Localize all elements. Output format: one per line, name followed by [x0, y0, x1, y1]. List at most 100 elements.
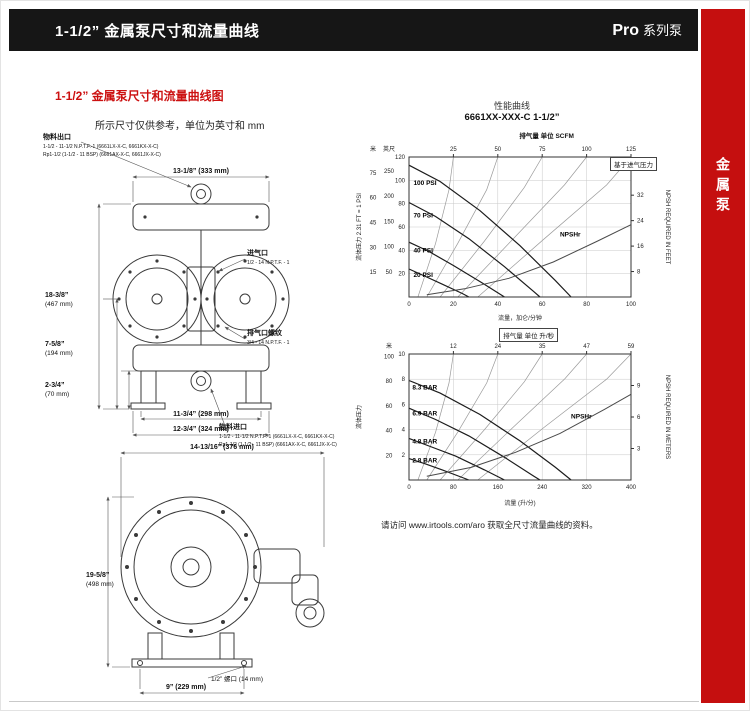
dim-height-mm: (498 mm): [86, 581, 114, 588]
bottom-rule: [9, 701, 699, 702]
svg-text:35: 35: [539, 344, 546, 350]
air-consumption-line-2: [439, 353, 543, 481]
svg-text:50: 50: [494, 147, 501, 153]
air-consumption-line-4: [477, 353, 632, 481]
plot-frame: [408, 156, 632, 298]
svg-text:160: 160: [493, 485, 504, 491]
svg-text:40: 40: [386, 429, 393, 435]
exhaust-spec: 3/4 - 14 N.P.T.F. - 1: [247, 340, 290, 346]
series-2.8-bar: [408, 458, 470, 481]
svg-text:8: 8: [637, 270, 641, 276]
series-40-psi: [408, 241, 505, 298]
dim-194-mm: (194 mm): [45, 350, 73, 357]
footer-suffix: 获取全尺寸流量曲线的资料。: [484, 520, 598, 530]
series-20-psi: [408, 268, 470, 298]
series-8.3-bar: [408, 379, 572, 481]
svg-text:10: 10: [398, 352, 405, 358]
dim-base-label: 9” (229 mm): [166, 684, 206, 691]
air-consumption-line-1: [426, 156, 499, 298]
series-suffix: 系列泵: [642, 23, 682, 38]
svg-text:60: 60: [370, 196, 377, 202]
svg-text:150: 150: [384, 219, 395, 225]
dim-194-label: 7-5/8”: [45, 341, 64, 348]
series-label: 8.3 BAR: [412, 384, 437, 391]
series-4.8-bar: [408, 437, 505, 481]
svg-text:320: 320: [582, 485, 593, 491]
footer-note: 请访问 www.irtools.com/aro 获取全尺寸流量曲线的资料。: [381, 519, 671, 531]
y-axis-label: 流体压力 2.31 FT = 1 PSI: [355, 193, 363, 261]
svg-text:100: 100: [395, 178, 406, 184]
series-6.9-bar: [408, 407, 541, 481]
svg-text:60: 60: [539, 302, 546, 308]
svg-text:80: 80: [583, 302, 590, 308]
svg-text:60: 60: [386, 404, 393, 410]
material-inlet-spec1: 1-1/2 - 11-1/2 N.P.T.F.-1 (6661LX-X-C, 6…: [219, 434, 335, 440]
material-inlet-spec2: Rp1-1/2 (1-1/2 - 11 BSP) (6661AX-X-C, 66…: [219, 442, 337, 448]
air-inlet-spec: 1/2 - 14 N.P.T.F. - 1: [247, 260, 290, 266]
svg-text:250: 250: [384, 169, 395, 175]
dim-height-mm: (467 mm): [45, 301, 73, 308]
svg-text:6: 6: [402, 402, 406, 408]
svg-text:20: 20: [450, 302, 457, 308]
exhaust-label: 排气口螺纹: [247, 328, 283, 337]
svg-text:240: 240: [537, 485, 548, 491]
series-label: 20 PSI: [413, 272, 433, 279]
top-axis-label: 排气量 单位 SCFM: [519, 131, 574, 140]
svg-text:75: 75: [370, 171, 377, 177]
svg-text:0: 0: [407, 302, 411, 308]
svg-text:45: 45: [370, 220, 377, 226]
series-label: NPSHr: [571, 413, 592, 420]
svg-text:4: 4: [402, 428, 406, 434]
pump-front-view-drawing: 13-1/8” (333 mm) 18-3/8” (467 mm) 7-5/8”…: [43, 132, 337, 448]
section-heading: 1-1/2” 金属泵尺寸和流量曲线图: [55, 89, 224, 103]
units-note: 所示尺寸仅供参考，单位为英寸和 mm: [95, 121, 265, 132]
svg-text:100: 100: [582, 147, 593, 153]
pump-bottom-outline: [120, 496, 325, 668]
website-link: www.irtools.com/aro: [408, 520, 485, 530]
svg-text:12: 12: [450, 344, 457, 350]
svg-text:100: 100: [384, 354, 395, 360]
dim-70-label: 2-3/4”: [45, 382, 64, 389]
svg-text:30: 30: [370, 245, 377, 251]
svg-text:32: 32: [637, 193, 644, 199]
air-consumption-line-1: [426, 353, 499, 481]
page-title: 1-1/2” 金属泵尺寸和流量曲线: [55, 22, 260, 40]
svg-text:0: 0: [407, 485, 411, 491]
pump-front-outline: [112, 183, 290, 410]
series-label: NPSHr: [560, 231, 581, 238]
svg-text:47: 47: [583, 344, 590, 350]
bottom-dimensions: 14-13/16” (376 mm) 19-5/8” (498 mm) 1/2”…: [86, 444, 325, 695]
series-label: 70 PSI: [413, 213, 433, 220]
series-label: 4.8 BAR: [412, 438, 437, 445]
x-axis-label: 流量 (升/分): [504, 499, 535, 507]
npsh-axis-label: NPSH REQUIRED IN METERS: [664, 375, 670, 459]
dim-298-label: 11-3/4” (298 mm): [173, 411, 229, 418]
footer-prefix: 请访问: [381, 520, 409, 530]
svg-text:40: 40: [494, 302, 501, 308]
svg-text:50: 50: [386, 270, 393, 276]
pump-bottom-view-drawing: 14-13/16” (376 mm) 19-5/8” (498 mm) 1/2”…: [86, 444, 325, 695]
svg-text:80: 80: [398, 202, 405, 208]
air-consumption-line-0: [417, 353, 454, 481]
side-tab-metal-pump: 金属泵: [701, 9, 745, 703]
series-100-psi: [408, 164, 572, 298]
series-label: 100 PSI: [413, 180, 436, 187]
air-consumption-line-3: [457, 156, 587, 298]
front-callouts: 物料出口 1-1/2 - 11-1/2 N.P.T.F.-1 (6661LX-X…: [43, 132, 337, 448]
material-outlet-spec2: Rp1-1/2 (1-1/2 - 11 BSP) (6661AX-X-C, 66…: [43, 152, 161, 158]
bolt-dots: [117, 259, 285, 339]
chart-model-title: 6661XX-XXX-C 1-1/2”: [464, 112, 560, 123]
dim-width-label: 14-13/16” (376 mm): [190, 444, 254, 451]
chart-metric-top-label: 排气量 单位 升/秒: [499, 328, 559, 342]
x-axis-label: 流量，加仑/分钟: [498, 314, 542, 322]
svg-text:100: 100: [626, 302, 637, 308]
dim-height-label: 18-3/8”: [45, 292, 68, 299]
material-inlet-label: 物料进口: [219, 422, 247, 431]
svg-text:16: 16: [637, 244, 644, 250]
y-axis-label: 流体压力: [355, 405, 363, 429]
